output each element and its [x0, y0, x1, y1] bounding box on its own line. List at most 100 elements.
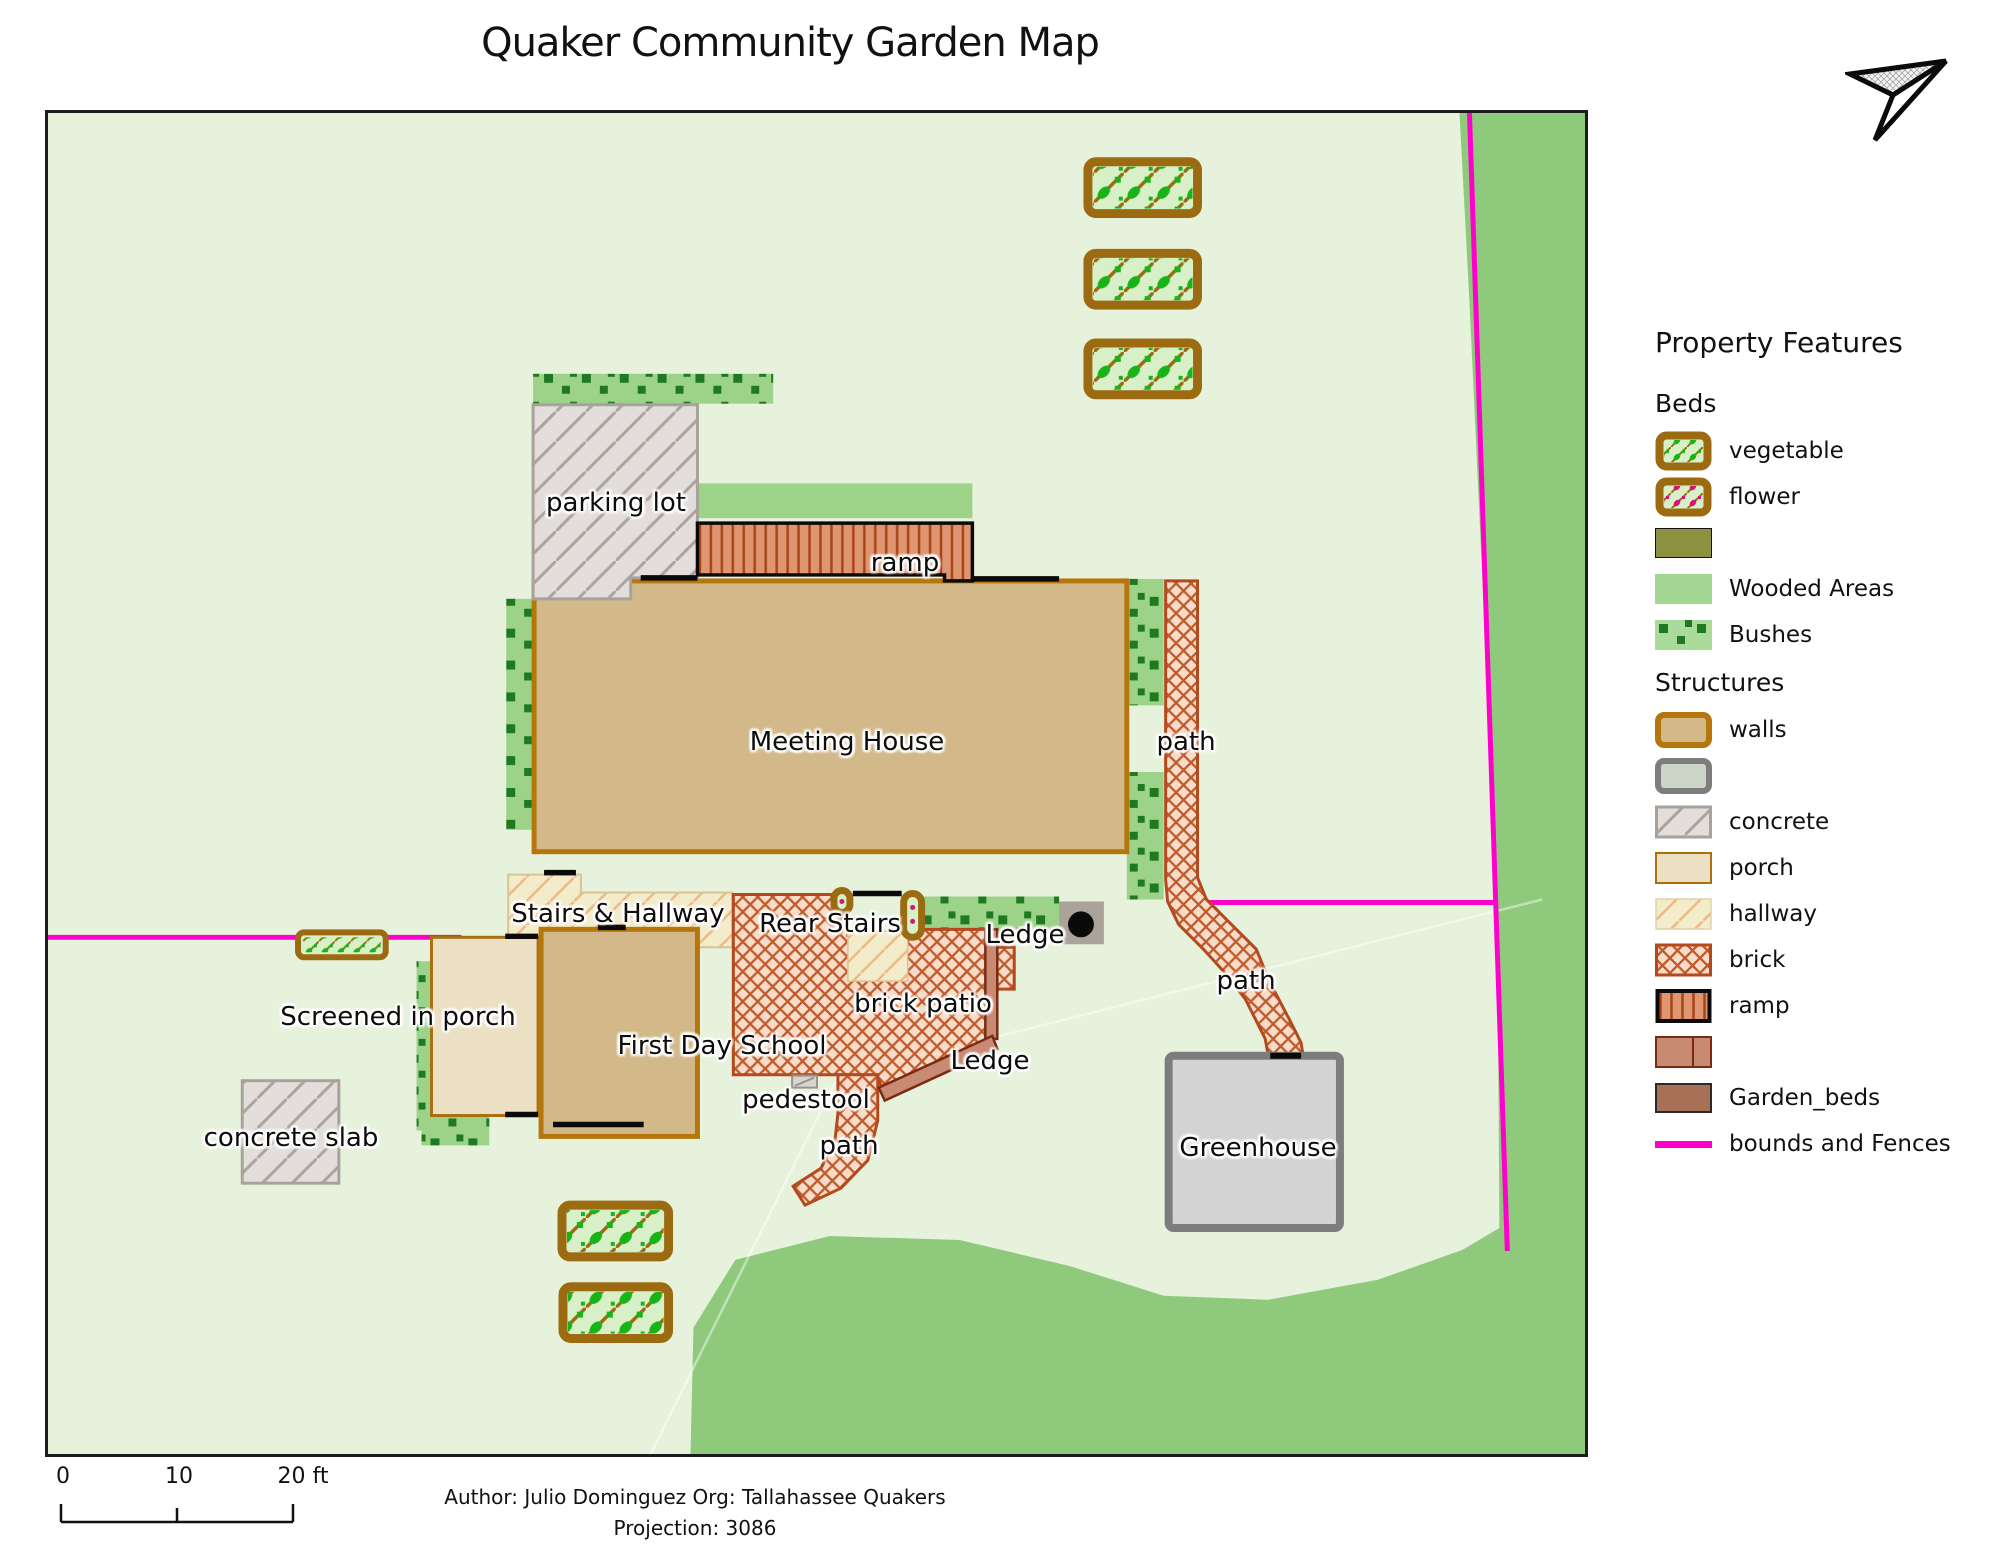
label-path-east: path: [1156, 727, 1216, 757]
legend-swatch-bushes: [1655, 620, 1712, 650]
legend-item-ramp: ramp: [1655, 983, 2000, 1029]
legend-label-brick: brick: [1729, 947, 1786, 973]
legend-label-hallway: hallway: [1729, 901, 1817, 927]
legend-swatch-vegetable: [1655, 431, 1712, 471]
legend-swatch-bounds: [1655, 1140, 1712, 1148]
legend-item-gray-structure: [1655, 753, 2000, 799]
legend-group-structures: Structures: [1655, 668, 1785, 697]
author-line: Author: Julio Dominguez Org: Tallahassee…: [444, 1485, 946, 1509]
screened-porch-shape: [430, 935, 540, 1118]
ledge-diagonal-shape: [877, 1034, 999, 1103]
map-credits: Author: Julio Dominguez Org: Tallahassee…: [345, 1482, 1045, 1544]
north-arrow-icon: [1845, 58, 1948, 142]
legend: Property Features Beds vegetable flower …: [1655, 326, 2000, 1167]
label-pedestool: pedestool: [742, 1085, 870, 1115]
legend-label-bounds: bounds and Fences: [1729, 1131, 1951, 1157]
legend-item-porch: porch: [1655, 845, 2000, 891]
door-marks: [505, 575, 1060, 1128]
vegetable-bed: [1083, 157, 1202, 219]
label-first-day-school: First Day School: [617, 1031, 827, 1061]
label-ramp: ramp: [870, 548, 940, 578]
legend-item-olive-bed: [1655, 520, 2000, 566]
scale-tick-0: 0: [56, 1464, 70, 1489]
legend-swatch-walls: [1655, 712, 1712, 748]
legend-item-garden-beds: Garden_beds: [1655, 1075, 2000, 1121]
legend-swatch-olive-bed: [1655, 528, 1712, 558]
page-title: Quaker Community Garden Map: [481, 20, 1100, 66]
flower-bed-small-east: [900, 890, 926, 941]
wooded-area-shape: [690, 113, 1585, 1454]
legend-item-ledge: [1655, 1029, 2000, 1075]
vegetable-bed: [557, 1200, 674, 1262]
label-path-south: path: [819, 1131, 879, 1161]
scale-bar: 0 10 20 ft: [45, 1464, 385, 1536]
legend-label-bushes: Bushes: [1729, 622, 1813, 648]
legend-item-bounds: bounds and Fences: [1655, 1121, 2000, 1167]
vegetable-bed: [1083, 248, 1202, 310]
legend-swatch-porch: [1655, 852, 1712, 884]
meeting-house-shape: [531, 578, 1130, 855]
label-screened-porch: Screened in porch: [280, 1002, 516, 1032]
label-ledge-north: Ledge: [985, 920, 1065, 950]
label-ledge-south: Ledge: [950, 1046, 1030, 1076]
legend-group-beds: Beds: [1655, 389, 1717, 418]
label-concrete-slab: concrete slab: [203, 1123, 379, 1153]
flower-bed-small-west: [830, 887, 854, 916]
parking-lot-shape: [531, 403, 699, 601]
legend-heading: Property Features: [1655, 326, 1903, 359]
legend-item-walls: walls: [1655, 707, 2000, 753]
bushes-west-strip: [506, 598, 535, 830]
label-rear-stairs: Rear Stairs: [759, 909, 901, 939]
bushes-above-ramp: [697, 483, 973, 519]
path-south-shape: [791, 1073, 880, 1208]
legend-item-concrete: concrete: [1655, 799, 2000, 845]
rear-stairs-hallway-patch: [847, 930, 909, 982]
vegetable-bed: [1083, 338, 1202, 400]
scale-tick-10: 10: [165, 1464, 193, 1489]
legend-label-flower: flower: [1729, 484, 1800, 510]
legend-swatch-hallway: [1655, 898, 1712, 930]
legend-swatch-brick: [1655, 943, 1712, 977]
vegetable-bed-small: [295, 929, 389, 961]
legend-label-vegetable: vegetable: [1729, 438, 1844, 464]
legend-label-concrete: concrete: [1729, 809, 1830, 835]
bushes-east-strip-upper: [1126, 578, 1164, 706]
ledge-utility-pad: [1059, 901, 1104, 945]
label-meeting-house: Meeting House: [749, 727, 945, 757]
legend-label-garden-beds: Garden_beds: [1729, 1085, 1881, 1111]
map-drawing: [48, 113, 1585, 1454]
legend-item-hallway: hallway: [1655, 891, 2000, 937]
label-stairs-hallway: Stairs & Hallway: [511, 899, 725, 929]
label-brick-patio: brick patio: [854, 989, 992, 1019]
legend-label-walls: walls: [1729, 717, 1787, 743]
bushes-east-strip-lower: [1126, 772, 1164, 900]
map-canvas: parking lot ramp Meeting House path Stai…: [45, 110, 1588, 1457]
ramp-shape: [695, 521, 975, 583]
legend-swatch-ledge: [1655, 1036, 1712, 1068]
legend-swatch-concrete: [1655, 805, 1712, 839]
label-greenhouse: Greenhouse: [1179, 1133, 1337, 1163]
legend-item-flower: flower: [1655, 474, 2000, 520]
legend-swatch-ramp: [1655, 989, 1712, 1023]
scale-bar-bracket: [59, 1504, 295, 1524]
legend-item-brick: brick: [1655, 937, 2000, 983]
projection-line: Projection: 3086: [613, 1516, 777, 1540]
greenhouse-shape: [1164, 1051, 1344, 1232]
label-parking-lot: parking lot: [546, 488, 686, 518]
vegetable-bed: [558, 1282, 674, 1343]
pedestool-shape: [791, 1074, 818, 1089]
legend-label-ramp: ramp: [1729, 993, 1790, 1019]
legend-item-bushes: Bushes: [1655, 612, 2000, 658]
legend-label-wooded: Wooded Areas: [1729, 576, 1895, 602]
legend-swatch-gray-structure: [1655, 758, 1712, 794]
legend-item-vegetable: vegetable: [1655, 428, 2000, 474]
label-path-greenhouse: path: [1216, 966, 1276, 996]
legend-swatch-garden-beds: [1655, 1083, 1712, 1113]
concrete-slab-shape: [240, 1079, 341, 1185]
fence-east: [1466, 113, 1510, 1251]
legend-swatch-flower: [1655, 477, 1712, 517]
legend-swatch-wooded: [1655, 574, 1712, 604]
bushes-south-strip: [920, 896, 1060, 933]
bushes-north-strip: [533, 373, 774, 404]
legend-label-porch: porch: [1729, 855, 1794, 881]
